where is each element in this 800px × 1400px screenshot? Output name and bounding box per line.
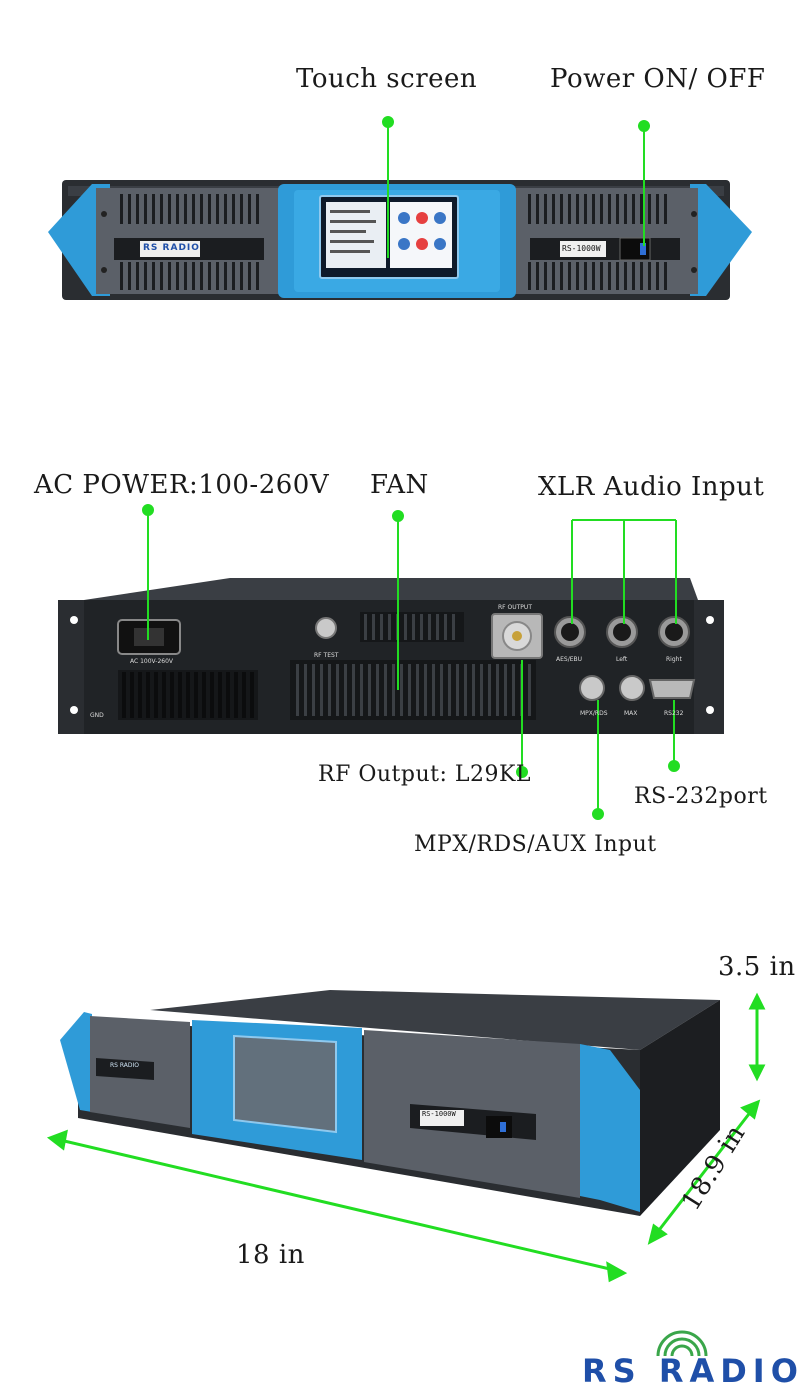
rs232-label: RS-232port [634, 784, 768, 809]
iso-brand-plate-text: RS RADIO [110, 1062, 140, 1069]
front-left-vents [120, 194, 259, 290]
ac-power-label: AC POWER:100-260V [34, 470, 330, 500]
radio-waves-icon [656, 1330, 708, 1357]
iso-screen [233, 1034, 337, 1134]
left-blue-cap [48, 184, 110, 296]
width-dimension-label: 18 in [236, 1240, 305, 1270]
max-bnc-connector [619, 675, 645, 701]
panel-aes-text: AES/EBU [556, 656, 583, 663]
panel-max-text: MAX [624, 710, 638, 717]
front-brand-plate-text: RS RADIO [143, 243, 200, 253]
height-dimension-label: 3.5 in [718, 952, 796, 982]
xlr-connectors [554, 616, 690, 648]
dimension-arrows [46, 992, 766, 1283]
fan-grille [296, 614, 531, 716]
front-model-plate-text: RS-1000W [562, 244, 601, 253]
panel-mpx-text: MPX/RDS [580, 710, 608, 717]
rf-output-label: RF Output: L29KL [318, 762, 532, 787]
iso-model-plate-text: RS-1000W [422, 1110, 456, 1118]
brand-name: RS RADIO [582, 1352, 800, 1390]
panel-left-text: Left [616, 656, 628, 663]
panel-gnd-text: GND [90, 712, 104, 719]
right-blue-cap [690, 184, 752, 296]
angled-unit [60, 990, 720, 1216]
front-unit [48, 180, 752, 300]
fan-label: FAN [370, 470, 429, 500]
panel-ac-text: AC 100V-260V [130, 658, 174, 665]
panel-rf-output-text: RF OUTPUT [498, 604, 532, 611]
panel-rf-test-text: RF TEST [314, 652, 339, 659]
touch-screen-label: Touch screen [296, 64, 478, 94]
iso-power-switch [486, 1116, 512, 1138]
rf-test-connector [315, 617, 337, 639]
iso-right-cap [580, 1044, 640, 1212]
mpx-bnc-connector [579, 675, 605, 701]
rear-callouts [142, 504, 680, 820]
front-right-vents [528, 194, 667, 290]
xlr-audio-label: XLR Audio Input [538, 472, 765, 502]
power-label: Power ON/ OFF [550, 64, 766, 94]
rs232-port [648, 679, 696, 699]
panel-rs232-text: RS232 [664, 710, 684, 717]
mpx-input-label: MPX/RDS/AUX Input [414, 832, 657, 857]
iso-left-cap [60, 1012, 92, 1112]
brand-logo: RS RADIO [582, 1330, 798, 1390]
panel-right-text: Right [666, 656, 682, 663]
front-callouts [382, 116, 650, 258]
rear-unit [58, 578, 724, 734]
